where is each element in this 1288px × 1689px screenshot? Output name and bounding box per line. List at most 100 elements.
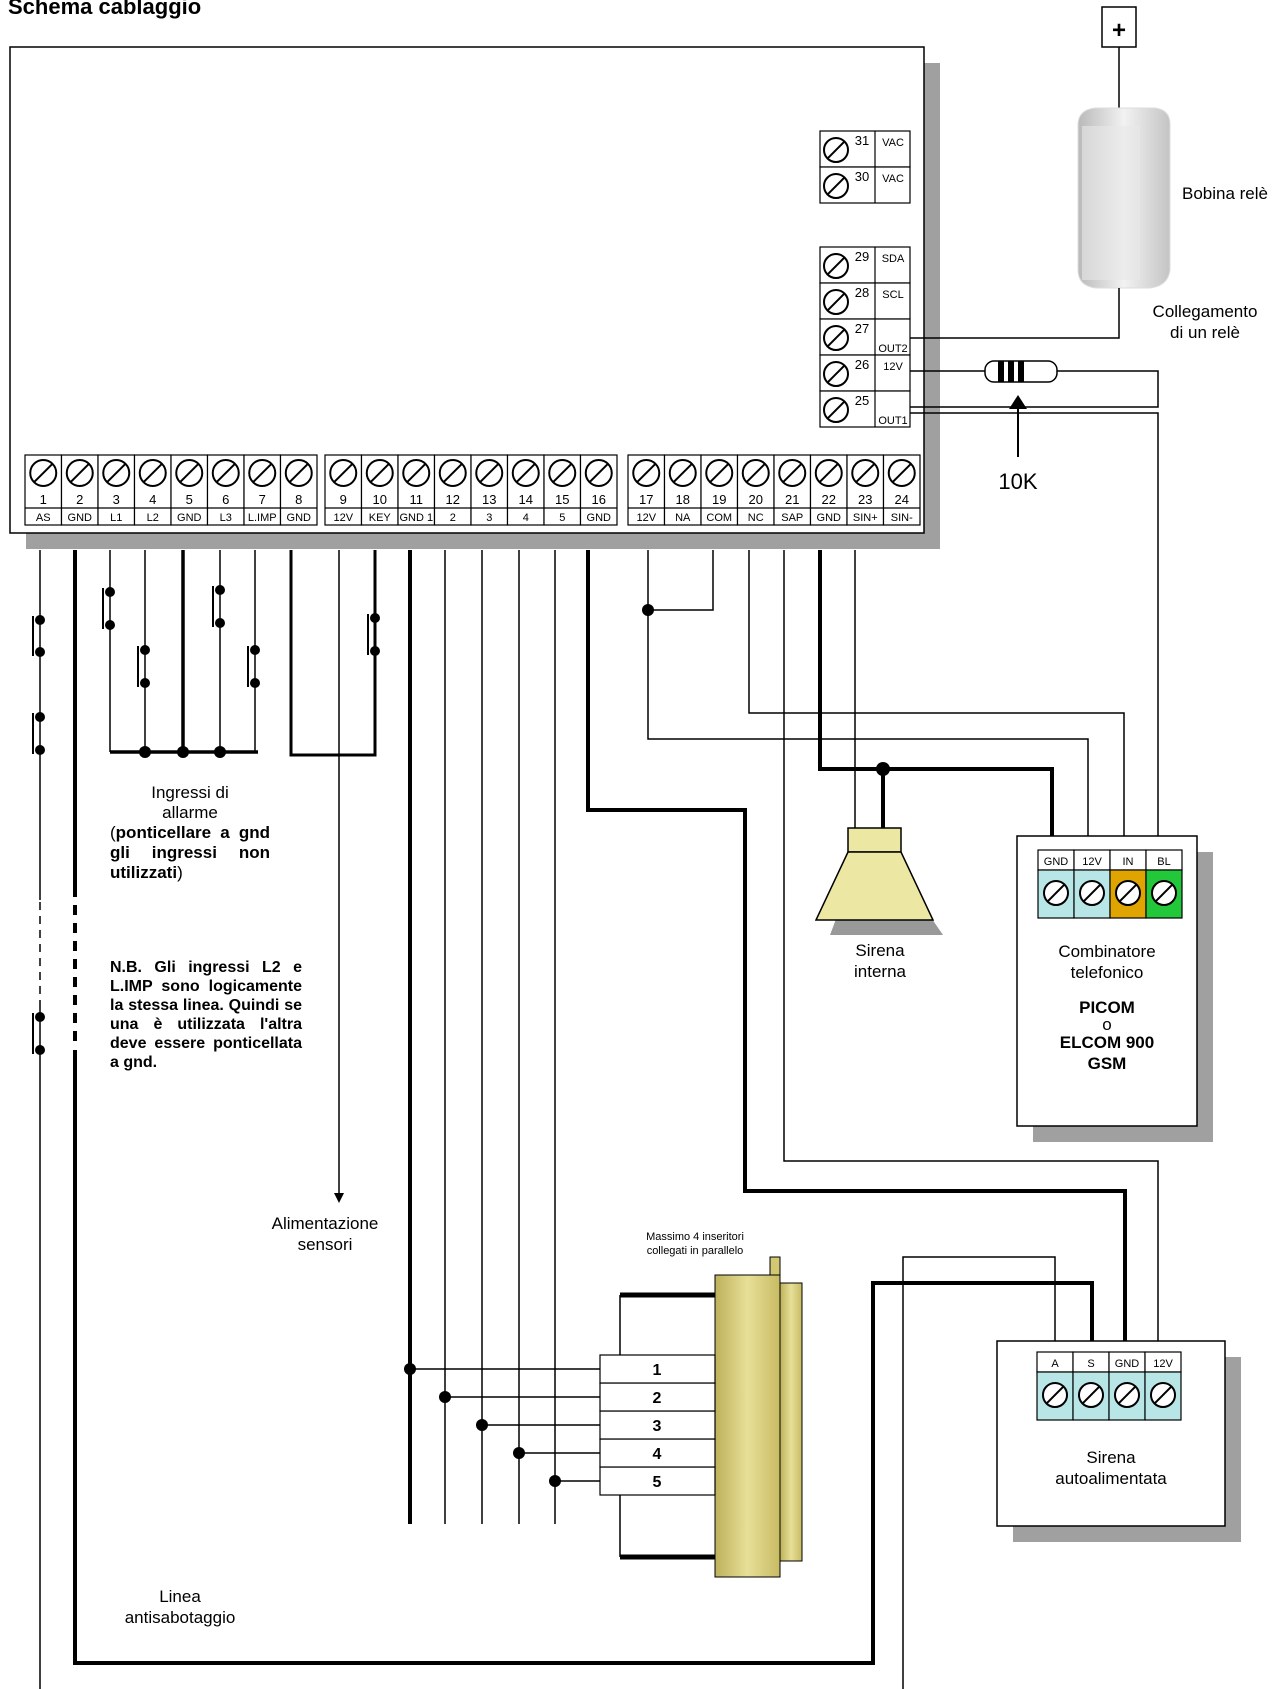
terminal-label: 2 — [450, 512, 456, 524]
inserter-pin-cell — [599, 1438, 716, 1468]
terminal-number: 19 — [712, 492, 726, 507]
tamper-line1: Linea — [159, 1587, 201, 1606]
page-title: Schema cablaggio — [8, 0, 202, 19]
terminal-label: 12V — [636, 512, 656, 524]
screw-slot — [1046, 883, 1066, 903]
control-board — [9, 46, 925, 534]
terminal-label: SAP — [781, 512, 803, 524]
inserter-pin-cell — [599, 1410, 716, 1440]
screw-slot — [1081, 1385, 1101, 1405]
screw-slot — [826, 292, 846, 312]
terminal-label: GND — [587, 512, 612, 524]
screw-slot — [709, 463, 730, 483]
dialer-model2-line2: GSM — [1087, 1054, 1127, 1073]
screw-slot — [333, 463, 354, 483]
screw-slot — [215, 463, 236, 483]
screw-slot — [1082, 883, 1102, 903]
limp-switch-pin-a — [250, 645, 260, 655]
screw-slot — [818, 463, 839, 483]
gnd16-to-siren-gnd — [586, 550, 1127, 1352]
terminal-number: 22 — [822, 492, 836, 507]
right-terminal-number: 28 — [855, 285, 869, 300]
terminal-label: NC — [748, 512, 764, 524]
right-terminal-number: 29 — [855, 249, 869, 264]
screw-slot — [826, 400, 846, 420]
terminal-label: NA — [675, 512, 691, 524]
internal-siren-line2: interna — [854, 962, 906, 981]
screw-slot — [106, 463, 127, 483]
screw-slot — [369, 463, 390, 483]
gnd22-to-dialer-gnd — [818, 550, 1054, 848]
right-terminal-number: 30 — [855, 169, 869, 184]
terminal-label: COM — [706, 512, 732, 524]
inserter-caption: Massimo 4 inseritori collegati in parall… — [610, 1230, 780, 1258]
dialer-caption-line2: telefonico — [1070, 963, 1144, 982]
screw-slot — [1154, 883, 1174, 903]
screw-slot — [142, 463, 163, 483]
screw-slot — [826, 364, 846, 384]
alarm-inputs-caption: Ingressi di allarme (ponticellare a gnd … — [110, 783, 270, 883]
gnd22-junction — [876, 762, 890, 776]
inputs-caption-line1: Ingressi di — [151, 783, 229, 802]
screw-slot — [406, 463, 427, 483]
terminal-number: 18 — [676, 492, 690, 507]
inserter-pin-label: 3 — [653, 1418, 662, 1435]
screw-slot — [891, 463, 912, 483]
screw-slot — [69, 463, 90, 483]
inserter-pin-cell — [599, 1354, 716, 1384]
limp-switch-pin-b — [250, 678, 260, 688]
screw-slot — [1045, 1385, 1065, 1405]
resistor-band-2 — [1008, 361, 1014, 382]
relay-out2-wire — [910, 288, 1120, 339]
sensor-power-line1: Alimentazione — [271, 1214, 379, 1233]
inserter-rear-block — [779, 1282, 803, 1562]
terminal-label: 12V — [333, 512, 353, 524]
nb-note: N.B. Gli ingressi L2 e L.IMP sono logica… — [110, 959, 302, 1071]
resistor-label: 10K — [998, 469, 1037, 494]
terminal-number: 7 — [259, 492, 266, 507]
screw-slot — [552, 463, 573, 483]
screw-slot — [442, 463, 463, 483]
dialer-terminal-label: GND — [1044, 856, 1069, 868]
dialer-model1: PICOM — [1079, 998, 1135, 1017]
terminal-number: 2 — [76, 492, 83, 507]
input-bus-junction — [177, 746, 189, 758]
l1-switch-pin-a — [105, 587, 115, 597]
sensor-power-label: Alimentazione sensori — [240, 1213, 410, 1255]
screw-slot — [672, 463, 693, 483]
terminal-label: SIN+ — [853, 512, 878, 524]
resistor-band-3 — [1018, 361, 1024, 382]
siren-terminal-label: S — [1087, 1358, 1094, 1370]
terminal-label: GND 1 — [399, 512, 433, 524]
right-terminal-number: 26 — [855, 357, 869, 372]
key-switch-loop — [289, 550, 377, 757]
right-terminal-label: SCL — [882, 289, 903, 301]
terminal-number: 11 — [410, 492, 424, 507]
inserter-pin-label: 4 — [653, 1446, 662, 1463]
right-terminal-label: OUT2 — [878, 343, 907, 355]
screw-slot — [826, 176, 846, 196]
inserter-pin-label: 1 — [653, 1362, 662, 1379]
dialer-terminal-label: IN — [1123, 856, 1134, 868]
screw-slot — [745, 463, 766, 483]
siren-terminal-label: 12V — [1153, 1358, 1173, 1370]
input-bus-junction — [139, 746, 151, 758]
terminal-number: 15 — [555, 492, 569, 507]
tamper-line-label: Linea antisabotaggio — [100, 1586, 260, 1628]
inputs-caption-note: (ponticellare a gnd gli ingressi non uti… — [110, 823, 270, 883]
right-terminal-number: 25 — [855, 393, 869, 408]
l1-switch-pin-b — [105, 620, 115, 630]
terminal-label: GND — [68, 512, 93, 524]
internal-siren-line1: Sirena — [855, 941, 905, 960]
tamper-line2: antisabotaggio — [124, 1608, 236, 1627]
out1-to-bl-wire — [910, 412, 1159, 848]
terminal-number: 21 — [785, 492, 799, 507]
relay-coil-label: Bobina relè — [1181, 184, 1268, 203]
screw-slot — [826, 140, 846, 160]
inputs-note-bold: ponticellare a gnd gli ingressi non util… — [110, 823, 270, 882]
terminal-label: SIN- — [891, 512, 913, 524]
terminal-label: L1 — [110, 512, 122, 524]
